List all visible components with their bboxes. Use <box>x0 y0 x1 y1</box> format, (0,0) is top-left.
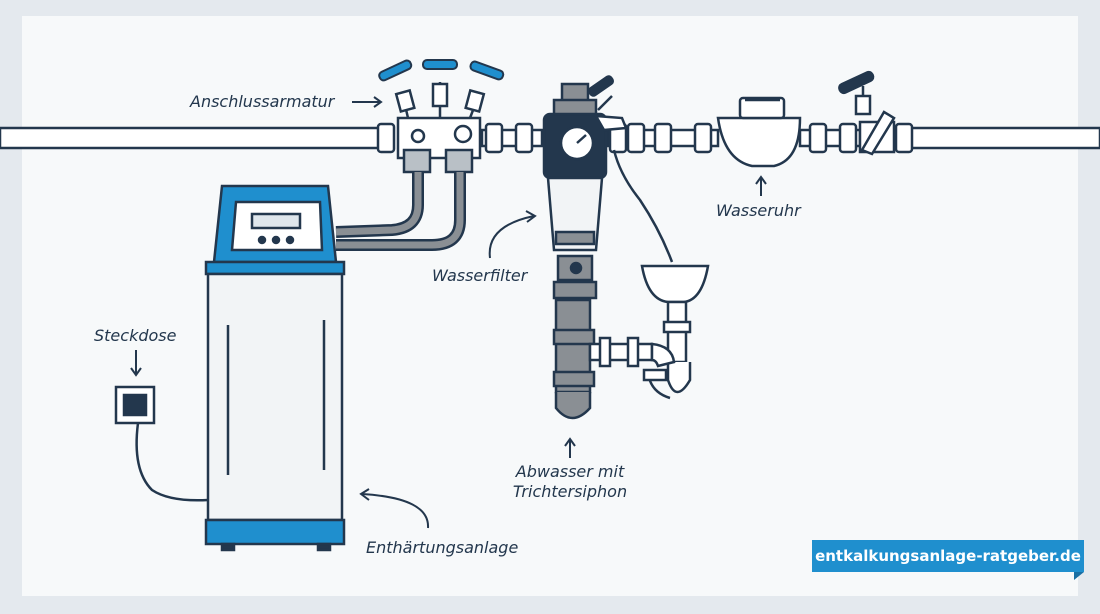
label-wasserfilter: Wasserfilter <box>432 266 528 285</box>
funnel-siphon <box>588 264 710 400</box>
water-softener-unit <box>204 184 346 552</box>
label-abwasser: Abwasser mit Trichtersiphon <box>513 462 627 502</box>
water-filter <box>542 75 628 420</box>
label-abwasser-line1: Abwasser mit <box>515 462 625 481</box>
label-enthaertungsanlage: Enthärtungsanlage <box>366 538 519 557</box>
brand-badge-tip <box>1074 572 1084 580</box>
label-steckdose: Steckdose <box>94 326 177 345</box>
power-outlet <box>114 385 156 425</box>
label-wasseruhr: Wasseruhr <box>716 201 801 220</box>
diagram-panel <box>22 16 1078 596</box>
annotation-arrows <box>130 96 767 529</box>
label-anschlussarmatur: Anschlussarmatur <box>190 92 335 111</box>
label-abwasser-line2: Trichtersiphon <box>512 482 628 501</box>
water-meter <box>716 96 802 168</box>
drain-hose <box>612 149 674 263</box>
power-cable <box>135 422 209 502</box>
brand-url-badge: entkalkungsanlage-ratgeber.de <box>812 540 1084 572</box>
shutoff-valve <box>838 70 896 156</box>
connection-fitting <box>394 82 486 174</box>
valve-handles <box>378 59 505 82</box>
softener-hoses <box>335 172 466 251</box>
pipe-couplings <box>376 122 914 154</box>
